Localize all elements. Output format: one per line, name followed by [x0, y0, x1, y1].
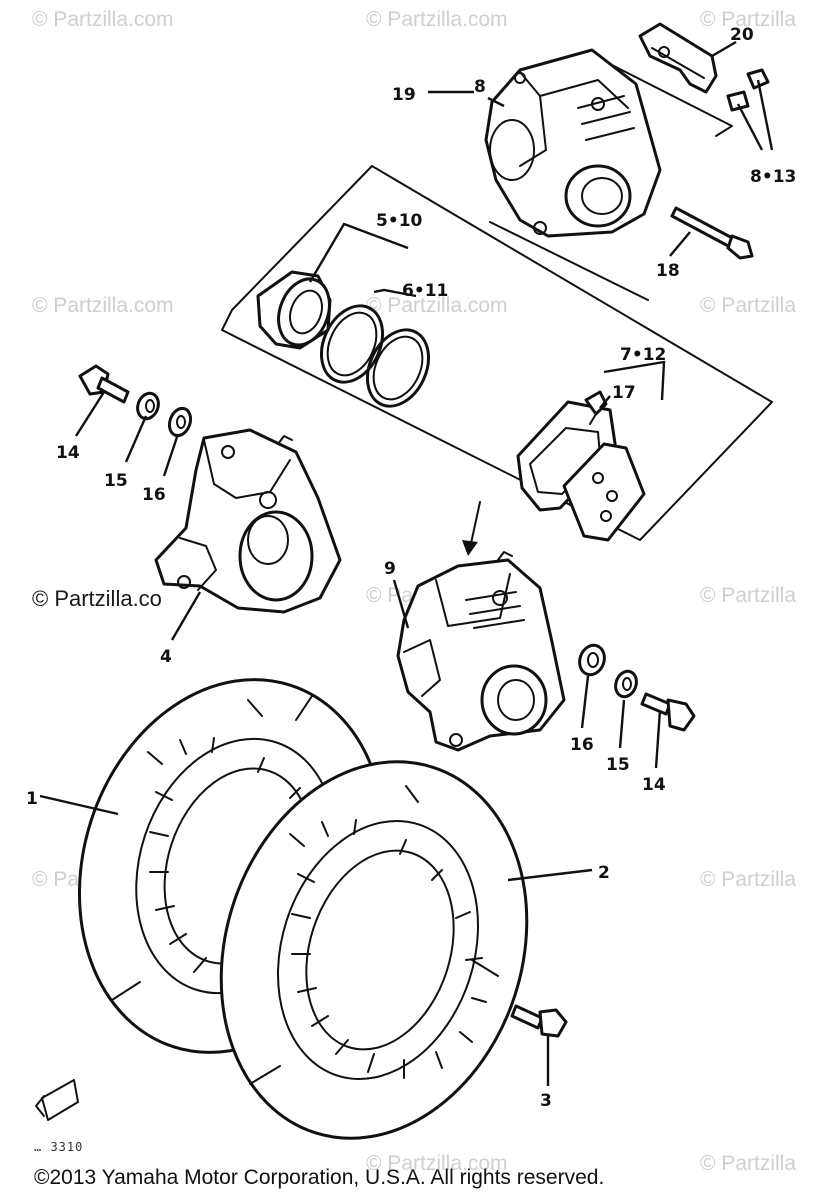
callout-14-right: 14 — [642, 775, 666, 795]
callout-8-13: 8•13 — [750, 167, 796, 187]
caliper-body-upper — [484, 48, 662, 238]
watermark: © Partzilla — [700, 1152, 796, 1175]
bolt-part-14-left — [78, 364, 130, 404]
callout-2: 2 — [598, 863, 610, 883]
callout-6-11: 6•11 — [402, 281, 448, 301]
watermark: © Partzilla — [700, 8, 796, 31]
watermark: © Partzilla.com — [32, 8, 174, 31]
kit-bracket-guide — [489, 221, 649, 301]
watermark: © Partzilla.com — [32, 294, 174, 317]
callout-leaders — [39, 40, 774, 1086]
piston-part-5-10 — [256, 270, 332, 350]
callout-16-right: 16 — [570, 735, 594, 755]
callout-7-12: 7•12 — [620, 345, 666, 365]
watermark: © Partzilla.com — [366, 294, 508, 317]
callout-20: 20 — [730, 25, 754, 45]
callout-8: 8 — [474, 77, 486, 97]
watermark: © Partzilla — [700, 584, 796, 607]
assembly-arrow — [462, 501, 481, 556]
watermark: © Partzilla — [700, 294, 796, 317]
callout-3: 3 — [540, 1091, 552, 1111]
caliper-assembly-left-part-4 — [154, 428, 342, 614]
callout-4: 4 — [160, 647, 172, 667]
lock-washer-part-15-right — [614, 669, 638, 699]
kit-bracket-outline — [221, 165, 773, 541]
callout-15-right: 15 — [606, 755, 630, 775]
callout-15-left: 15 — [104, 471, 128, 491]
bleed-screw-part-8-13 — [726, 68, 770, 112]
disc-bolt-part-3 — [510, 1004, 568, 1038]
copyright-notice: ©2013 Yamaha Motor Corporation, U.S.A. A… — [34, 1166, 605, 1189]
pad-spring-part-20 — [638, 22, 718, 94]
callout-18: 18 — [656, 261, 680, 281]
callout-16-left: 16 — [142, 485, 166, 505]
lock-washer-part-15-left — [136, 391, 160, 421]
watermark: © Partzilla — [700, 868, 796, 891]
brake-disc-part-2 — [219, 760, 529, 1140]
brake-pad-part-7-12 — [516, 400, 646, 542]
callout-19: 19 — [392, 85, 416, 105]
forward-direction-icon — [35, 1079, 79, 1121]
watermark: © Partzilla.co — [32, 586, 162, 611]
callout-labels: 19 8 20 8•13 18 5•10 6•11 7•12 17 14 15 … — [26, 25, 796, 1111]
callout-1: 1 — [26, 789, 38, 809]
callout-14-left: 14 — [56, 443, 80, 463]
drawing-code: … 3310 — [34, 1140, 84, 1154]
callout-9: 9 — [384, 559, 396, 579]
watermark: © Partzilla.com — [366, 8, 508, 31]
piston-seal-part-6-11 — [320, 304, 430, 408]
caliper-bolt-part-18 — [670, 206, 754, 260]
callout-5-10: 5•10 — [376, 211, 423, 231]
washer-part-16-right — [578, 643, 606, 677]
watermark: © Partzilla.com — [366, 1152, 508, 1175]
callout-17: 17 — [612, 383, 636, 403]
caliper-assembly-right-part-9 — [396, 551, 566, 752]
washer-part-16-left — [167, 406, 193, 438]
bolt-part-14-right — [640, 692, 696, 732]
kit-bracket-upper — [597, 57, 733, 137]
